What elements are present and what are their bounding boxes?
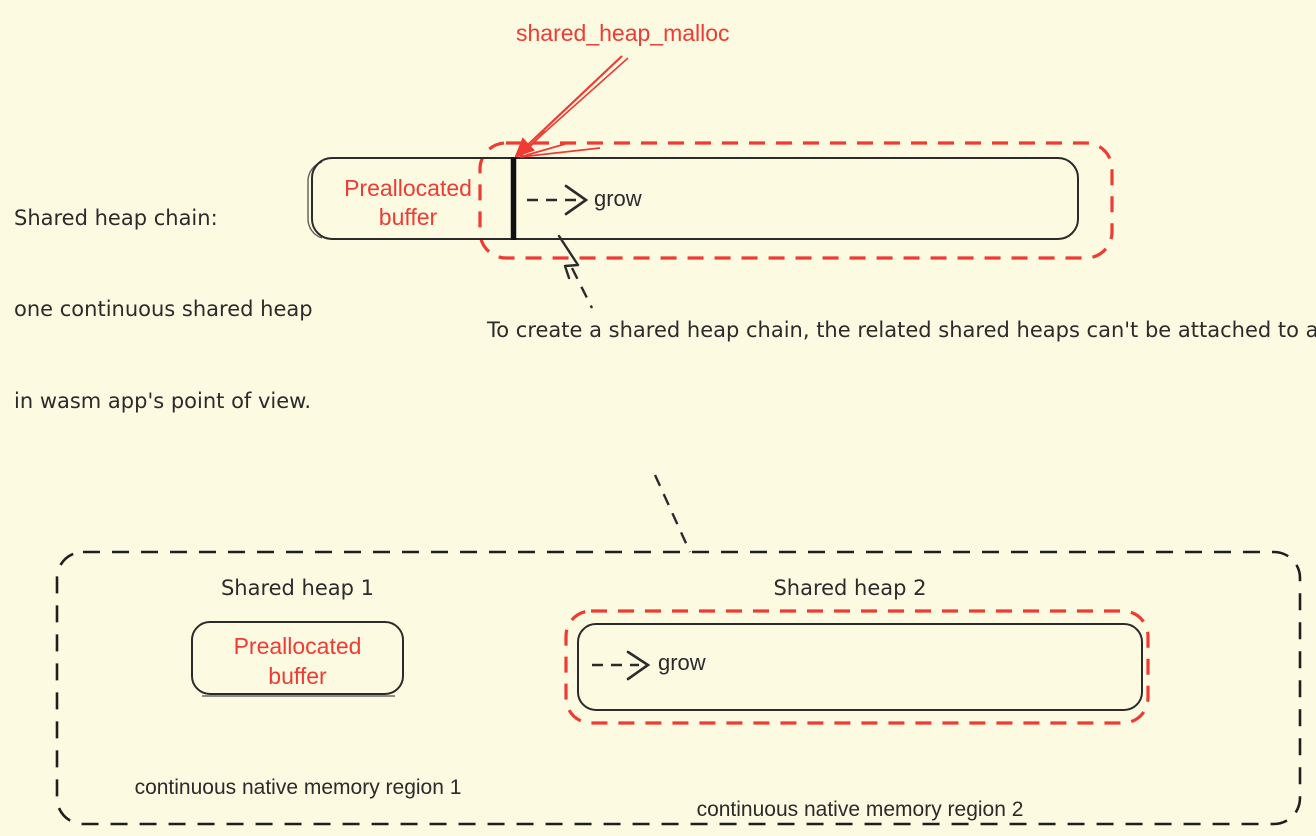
region-1-caption: continuous native memory region 1 (from …: [103, 718, 493, 836]
top-grow-arrow-head: [564, 184, 589, 216]
heap2-grow-label: grow: [658, 650, 706, 675]
shared-heap-chain-note: Shared heap chain: one continuous shared…: [14, 142, 313, 477]
malloc-arrow-barbs: [519, 130, 601, 158]
heap2-red-dashed-region: [564, 609, 1150, 725]
chain-note-line-3: in wasm app's point of view.: [14, 388, 312, 413]
heap1-preallocated-buffer-label: Preallocated buffer: [233, 633, 362, 689]
middle-note-leader-lower: [653, 474, 692, 553]
top-preallocated-buffer-label: Preallocated buffer: [344, 175, 472, 231]
malloc-leader-line-2: [516, 57, 629, 158]
shared-heap-2-title: Shared heap 2: [773, 576, 927, 600]
top-grow-label: grow: [594, 186, 642, 211]
middle-note-arrow-head: [557, 234, 580, 280]
region-1-caption-line-1: continuous native memory region 1: [134, 775, 462, 799]
top-red-dashed-region: [478, 141, 1114, 260]
region-2-caption-line-1: continuous native memory region 2: [696, 797, 1024, 821]
region-2-caption: continuous native memory region 2 (WAMR …: [665, 740, 1055, 836]
malloc-leader-line: [514, 55, 623, 158]
shared-heap-malloc-label: shared_heap_malloc: [516, 20, 730, 46]
shared-heap-chain-constraint-note: To create a shared heap chain, the relat…: [487, 318, 1316, 342]
chain-note-line-2: one continuous shared heap: [14, 297, 313, 322]
middle-note-leader-upper: [570, 267, 594, 309]
chain-note-line-1: Shared heap chain:: [14, 205, 218, 230]
heap2-grow-arrow-head: [626, 650, 651, 681]
shared-heap-1-title: Shared heap 1: [220, 576, 375, 600]
